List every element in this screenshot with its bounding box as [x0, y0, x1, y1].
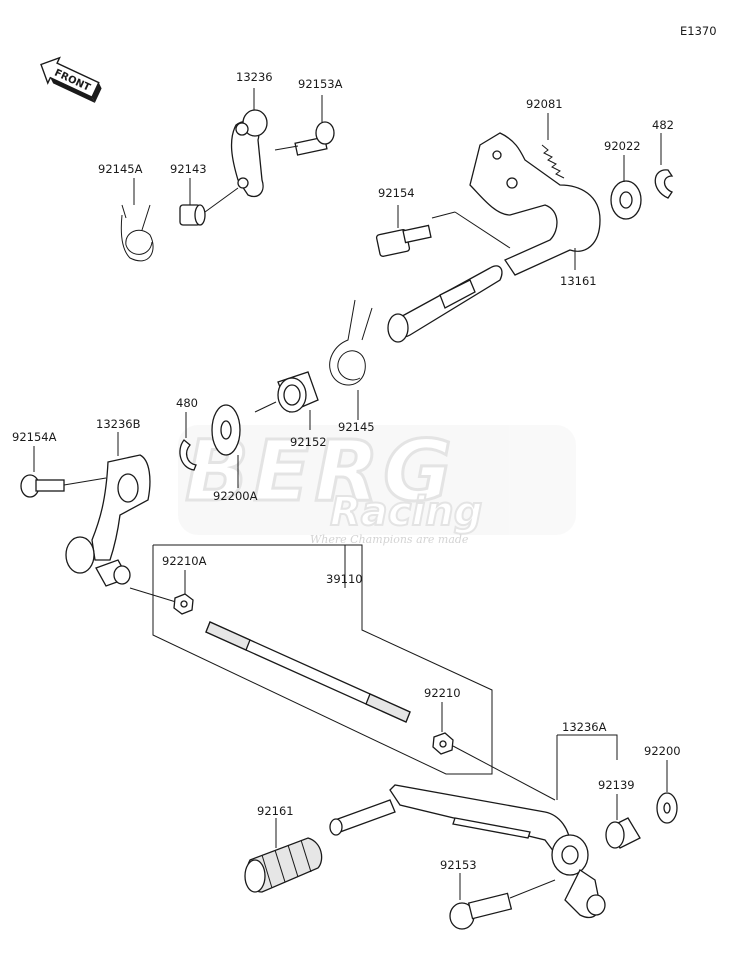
part-92161-rubber	[244, 837, 323, 893]
label-92153: 92153	[440, 858, 477, 872]
watermark-small: Racing	[330, 489, 482, 535]
label-92200A: 92200A	[213, 489, 258, 503]
watermark-tagline: Where Champions are made	[310, 533, 469, 546]
label-480: 480	[176, 396, 198, 410]
part-13161-shift-shaft	[387, 132, 601, 343]
part-92152-collar	[277, 371, 319, 413]
part-92210A-nut	[173, 593, 194, 615]
label-482: 482	[652, 118, 674, 132]
part-92154-bolt	[375, 211, 511, 257]
label-13236A: 13236A	[562, 720, 607, 734]
label-92200: 92200	[644, 744, 681, 758]
part-92143-collar	[179, 204, 206, 226]
label-13236: 13236	[236, 70, 273, 84]
label-39110: 39110	[326, 572, 363, 586]
watermark-big: BERG	[185, 422, 456, 520]
part-92200-washer	[656, 792, 678, 824]
part-92153-bolt	[449, 879, 556, 930]
label-13236B: 13236B	[96, 417, 141, 431]
label-92081: 92081	[526, 97, 563, 111]
part-92154A-bolt	[20, 474, 107, 498]
label-92161: 92161	[257, 804, 294, 818]
label-92153A: 92153A	[298, 77, 343, 91]
part-92210-nut	[432, 732, 454, 755]
part-92139-collar	[605, 817, 641, 849]
part-480-circlip	[179, 439, 197, 471]
label-92139: 92139	[598, 778, 635, 792]
part-92145A-spring	[120, 204, 154, 262]
label-92143: 92143	[170, 162, 207, 176]
front-arrow-icon: FRONT	[40, 56, 102, 103]
label-92152: 92152	[290, 435, 327, 449]
watermark: BERG Racing Where Champions are made	[178, 421, 576, 546]
part-92022-washer	[610, 180, 642, 220]
part-92153A-bolt	[274, 121, 335, 156]
label-92145A: 92145A	[98, 162, 143, 176]
label-92154A: 92154A	[12, 430, 57, 444]
label-92154: 92154	[378, 186, 415, 200]
label-92210: 92210	[424, 686, 461, 700]
label-92210A: 92210A	[162, 554, 207, 568]
part-shift-lever	[329, 784, 606, 919]
label-92145: 92145	[338, 420, 375, 434]
label-13161: 13161	[560, 274, 597, 288]
label-92022: 92022	[604, 139, 641, 153]
part-13236B-shift-arm	[65, 454, 151, 587]
part-482-circlip	[654, 169, 674, 199]
part-92145-spring	[329, 299, 373, 386]
part-92081-spring	[541, 144, 565, 179]
diagram-code: E1370	[680, 24, 717, 38]
part-92200A-washer	[211, 404, 241, 456]
part-13236-arm	[230, 109, 268, 198]
part-39110-rod	[205, 621, 411, 723]
